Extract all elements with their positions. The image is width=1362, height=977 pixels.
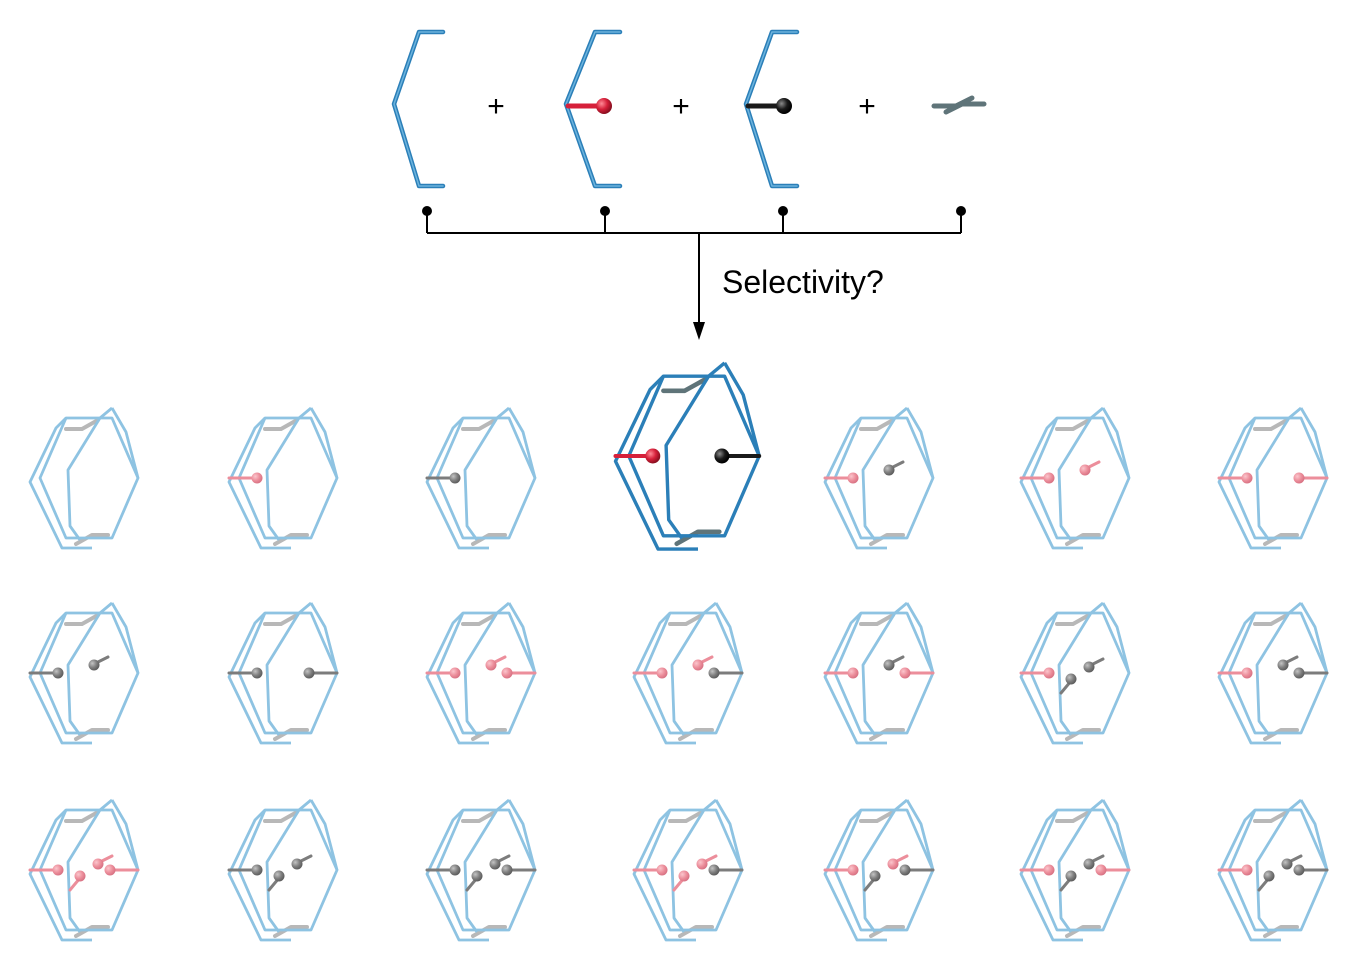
cage-product	[823, 601, 935, 745]
cage-product	[28, 406, 140, 550]
selectivity-question: Selectivity?	[722, 264, 884, 300]
cage-product	[823, 406, 935, 550]
plus-sign-2: +	[672, 90, 690, 123]
connector-dots	[422, 206, 966, 216]
arrow-head	[693, 322, 705, 340]
reactant-row: + + +	[391, 29, 987, 189]
cage-product	[1217, 406, 1329, 550]
cage-product	[1019, 798, 1131, 942]
blue-bracket-icon	[391, 29, 446, 189]
cage-product	[425, 798, 537, 942]
cage-product	[227, 406, 339, 550]
cage-product	[1217, 601, 1329, 745]
cage-product	[425, 406, 537, 550]
cage-product	[632, 798, 744, 942]
cage-product	[425, 601, 537, 745]
cage-product	[1217, 798, 1329, 942]
plus-sign-3: +	[858, 90, 876, 123]
cage-product	[28, 601, 140, 745]
black-substituent-icon	[743, 29, 800, 189]
cage-product	[632, 601, 744, 745]
plus-sign-1: +	[487, 90, 505, 123]
red-substituent-icon	[563, 29, 623, 189]
cage-product	[1019, 406, 1131, 550]
gray-linker-icon	[931, 95, 987, 115]
cage-product	[1019, 601, 1131, 745]
cage-product	[227, 601, 339, 745]
cage-product	[823, 798, 935, 942]
cage-grid	[28, 361, 1329, 942]
cage-product	[28, 798, 140, 942]
cage-product	[227, 798, 339, 942]
cage-selected	[613, 361, 762, 551]
